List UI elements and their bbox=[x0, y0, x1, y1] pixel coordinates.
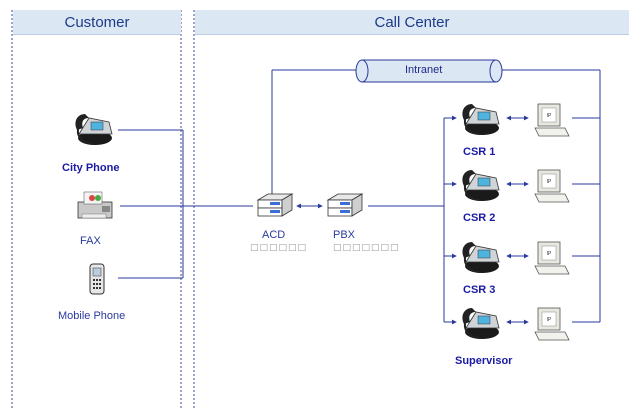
call-center-header-label: Call Center bbox=[374, 13, 450, 31]
customer-header: Customer bbox=[13, 10, 181, 35]
csr1-pc-icon bbox=[534, 103, 570, 137]
fax-label: FAX bbox=[80, 235, 101, 247]
customer-header-label: Customer bbox=[64, 13, 130, 31]
acd-server-icon bbox=[257, 193, 293, 217]
csr2-pc-icon bbox=[534, 169, 570, 203]
desk-phone-icon bbox=[74, 113, 113, 146]
customer-lines bbox=[118, 129, 253, 279]
csr3-pc-icon bbox=[534, 241, 570, 275]
intranet-cylinder bbox=[355, 59, 503, 83]
csr1-phone-icon bbox=[461, 103, 500, 136]
mobile-phone-icon bbox=[89, 263, 105, 295]
pbx-server-icon bbox=[327, 193, 363, 217]
city-phone-label: City Phone bbox=[62, 162, 120, 174]
acd-sub-label: □□□□□□ bbox=[250, 243, 308, 253]
csr2-phone-icon bbox=[461, 169, 500, 202]
supervisor-phone-icon bbox=[461, 307, 500, 340]
csr3-phone-icon bbox=[461, 241, 500, 274]
pbx-label: PBX bbox=[333, 229, 356, 241]
supervisor-label: Supervisor bbox=[455, 355, 513, 367]
supervisor-pc-icon bbox=[534, 307, 570, 341]
intranet-label: Intranet bbox=[405, 64, 443, 76]
network-lines bbox=[271, 69, 601, 325]
csr1-label: CSR 1 bbox=[463, 146, 496, 158]
csr2-label: CSR 2 bbox=[463, 212, 496, 224]
csr3-label: CSR 3 bbox=[463, 284, 496, 296]
pbx-sub-label: □□□□□□□ bbox=[333, 243, 400, 253]
fax-icon bbox=[77, 191, 113, 219]
acd-label: ACD bbox=[262, 229, 286, 241]
mobile-phone-label: Mobile Phone bbox=[58, 310, 126, 322]
call-center-header: Call Center bbox=[195, 10, 629, 35]
customer-column bbox=[11, 10, 182, 409]
